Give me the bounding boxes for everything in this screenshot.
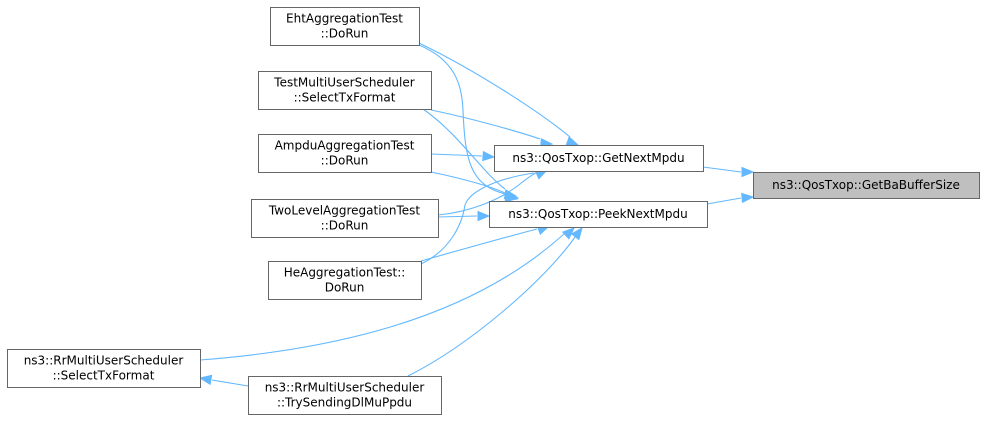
edge-eht-test-to-peek-next-mpdu bbox=[418, 44, 520, 203]
edge-line bbox=[422, 108, 506, 190]
edge-get-next-mpdu-to-target bbox=[702, 166, 755, 178]
edge-peek-next-mpdu-to-target bbox=[706, 192, 755, 205]
node-eht-test[interactable]: EhtAggregationTest::DoRun bbox=[270, 7, 420, 46]
arrowhead-icon bbox=[561, 227, 575, 240]
node-box bbox=[258, 134, 432, 173]
edge-twolevel-test-to-peek-next-mpdu bbox=[437, 210, 491, 222]
node-label-line: HeAggregationTest:: bbox=[284, 266, 406, 280]
edge-line bbox=[407, 236, 576, 377]
edge-test-mus-to-get-next-mpdu bbox=[430, 109, 554, 149]
node-box bbox=[7, 349, 201, 388]
edge-line bbox=[430, 153, 483, 157]
node-label-line: ns3::RrMultiUserScheduler bbox=[265, 381, 425, 395]
node-label-line: EhtAggregationTest bbox=[286, 12, 403, 26]
node-box bbox=[248, 376, 442, 415]
edge-line bbox=[211, 379, 249, 387]
edge-rr-try-to-rr-select bbox=[198, 374, 249, 387]
node-label-line: AmpduAggregationTest bbox=[275, 139, 415, 153]
edge-ampdu-test-to-peek-next-mpdu bbox=[430, 171, 519, 202]
node-ampdu-test[interactable]: AmpduAggregationTest::DoRun bbox=[258, 134, 432, 173]
edge-ampdu-test-to-get-next-mpdu bbox=[430, 150, 496, 162]
arrowhead-icon bbox=[477, 210, 491, 222]
arrowhead-icon bbox=[565, 136, 580, 146]
edge-line bbox=[437, 170, 541, 216]
edge-line bbox=[199, 232, 566, 361]
edge-line bbox=[430, 171, 506, 194]
node-box bbox=[251, 199, 439, 238]
node-label-line: ::SelectTxFormat bbox=[53, 369, 155, 383]
edge-rr-select-to-peek-next-mpdu bbox=[199, 227, 575, 361]
node-label-line: ::DoRun bbox=[321, 27, 369, 41]
arrowhead-icon bbox=[741, 166, 755, 178]
node-label-line: ::DoRun bbox=[321, 219, 369, 233]
edge-line bbox=[702, 166, 742, 173]
node-box bbox=[753, 172, 980, 199]
node-label-line: ::SelectTxFormat bbox=[294, 91, 396, 105]
node-label-line: ::DoRun bbox=[321, 154, 369, 168]
node-box bbox=[258, 71, 432, 110]
arrowhead-icon bbox=[741, 192, 755, 204]
node-he-test[interactable]: HeAggregationTest::DoRun bbox=[268, 261, 422, 300]
arrowhead-icon bbox=[504, 191, 519, 202]
edge-eht-test-to-get-next-mpdu bbox=[418, 42, 580, 146]
node-box bbox=[270, 7, 420, 46]
node-label-line: ns3::QosTxop::GetNextMpdu bbox=[512, 151, 684, 165]
node-get-next-mpdu[interactable]: ns3::QosTxop::GetNextMpdu bbox=[494, 145, 704, 172]
node-box bbox=[489, 201, 708, 228]
nodes-layer: ns3::QosTxop::GetBaBufferSizens3::QosTxo… bbox=[7, 7, 980, 415]
edge-line bbox=[430, 109, 541, 140]
node-label-line: ns3::QosTxop::PeekNextMpdu bbox=[508, 207, 687, 221]
node-box bbox=[268, 261, 422, 300]
edge-he-test-to-peek-next-mpdu bbox=[420, 225, 551, 262]
edge-line bbox=[418, 42, 571, 138]
node-rr-select[interactable]: ns3::RrMultiUserScheduler::SelectTxForma… bbox=[7, 349, 201, 388]
edge-line bbox=[706, 197, 742, 205]
arrowhead-icon bbox=[482, 150, 496, 162]
node-label-line: ns3::QosTxop::GetBaBufferSize bbox=[772, 178, 960, 192]
node-label-line: TwoLevelAggregationTest bbox=[268, 204, 421, 218]
node-twolevel-test[interactable]: TwoLevelAggregationTest::DoRun bbox=[251, 199, 439, 238]
node-peek-next-mpdu[interactable]: ns3::QosTxop::PeekNextMpdu bbox=[489, 201, 708, 228]
node-label-line: TestMultiUserScheduler bbox=[273, 76, 414, 90]
edge-line bbox=[420, 172, 535, 265]
edge-line bbox=[418, 44, 506, 195]
node-rr-try[interactable]: ns3::RrMultiUserScheduler::TrySendingDlM… bbox=[248, 376, 442, 415]
edge-rr-try-to-peek-next-mpdu bbox=[407, 226, 583, 377]
arrowhead-icon bbox=[570, 226, 583, 241]
node-label-line: ::TrySendingDlMuPpdu bbox=[277, 396, 412, 410]
node-box bbox=[494, 145, 704, 172]
node-label-line: DoRun bbox=[325, 281, 365, 295]
node-target[interactable]: ns3::QosTxop::GetBaBufferSize bbox=[753, 172, 980, 199]
arrowhead-icon bbox=[198, 374, 213, 386]
node-label-line: ns3::RrMultiUserScheduler bbox=[24, 354, 184, 368]
node-test-mus[interactable]: TestMultiUserScheduler::SelectTxFormat bbox=[258, 71, 432, 110]
edge-line bbox=[420, 228, 538, 262]
edge-line bbox=[437, 215, 478, 218]
